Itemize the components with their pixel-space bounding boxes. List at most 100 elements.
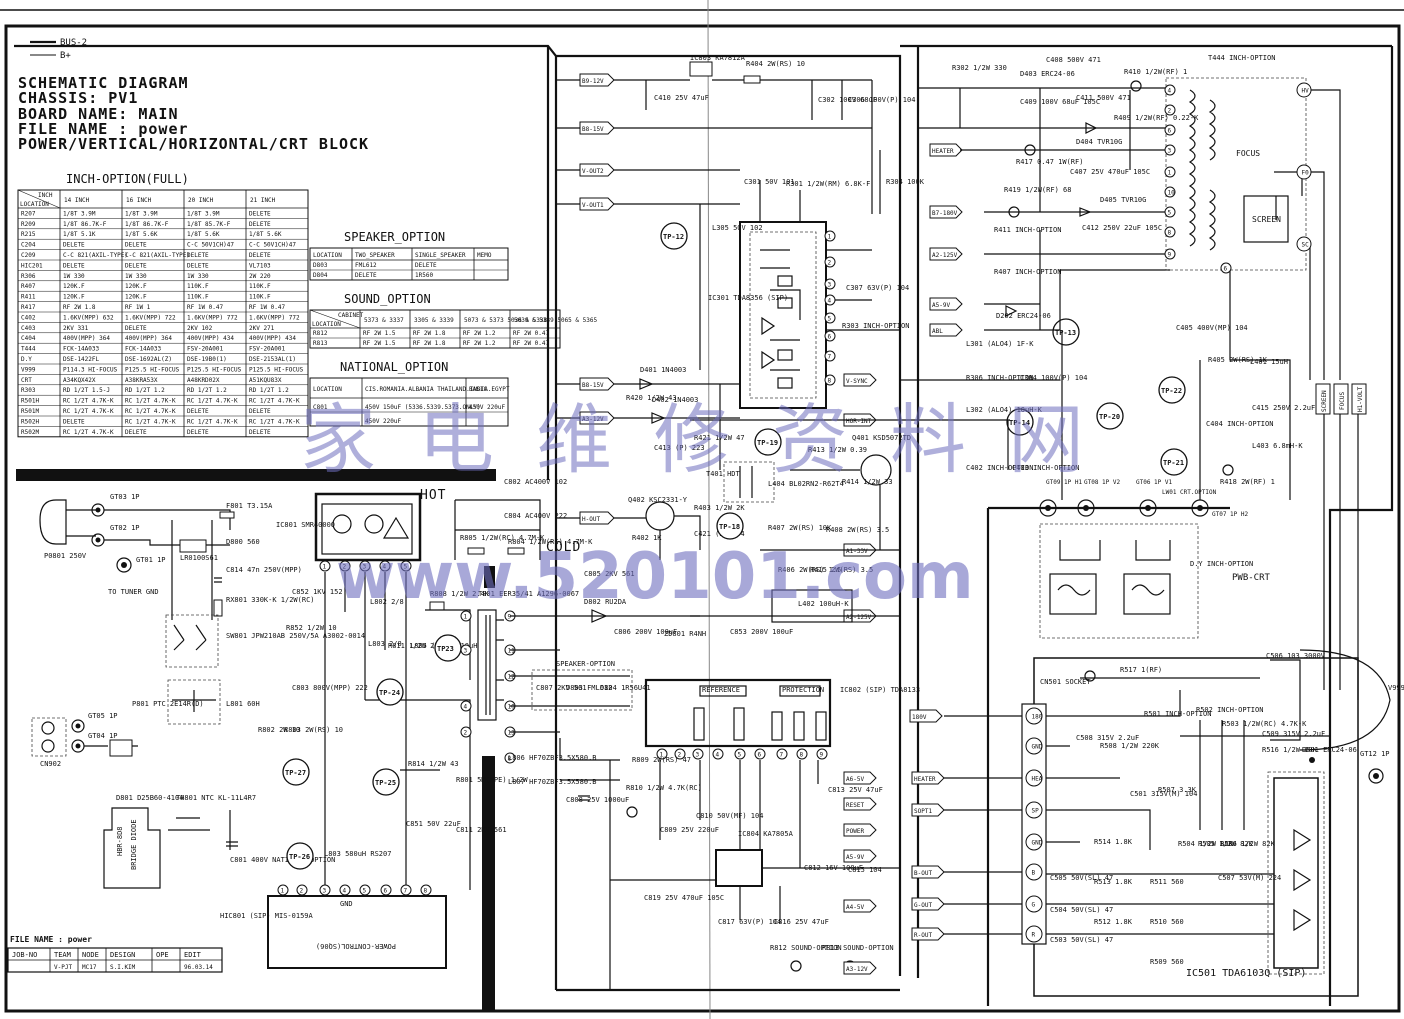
- part-r814: R814 1/2W 43: [408, 760, 459, 768]
- part-r809: R809 2W(RS) 47: [632, 756, 691, 764]
- inch-table-cell: A48KRD02X: [187, 377, 220, 384]
- signal-tag: [579, 197, 615, 211]
- part-c851: C851 50V 22uF: [406, 820, 461, 828]
- part-l301: L301 (ALO4) 1F-K: [966, 340, 1034, 348]
- inch-table-cell: 2W 220: [249, 273, 271, 280]
- inch-table-header: 20 INCH: [188, 197, 214, 204]
- signal-tag: [929, 247, 963, 261]
- part-c807: C807 2KV 561: [536, 684, 587, 692]
- signal-tag-label: 180V: [912, 714, 927, 721]
- signal-tag-label: HOR-INT: [846, 418, 872, 425]
- test-point: [372, 768, 400, 796]
- ic301-pin: [824, 350, 836, 362]
- ic802-pin-number: 5: [738, 752, 742, 759]
- inch-table-cell: CRT: [21, 377, 32, 384]
- signal-tag-label: V-SYNC: [846, 378, 868, 385]
- test-point: [434, 634, 462, 662]
- ic301-pin: [824, 330, 836, 342]
- part-ic501: IC501 TDA6103Q (SIP): [1186, 968, 1306, 979]
- part-reference: REFERENCE: [702, 686, 740, 694]
- inch-table-cell: 1.6KV(MPP) 632: [63, 314, 114, 321]
- inch-table-cell: R209: [21, 221, 36, 228]
- legend-bus2: BUS-2: [60, 38, 87, 48]
- cn501-pin-number: B: [1032, 870, 1036, 877]
- inch-table-cell: RF 1W 0.47: [249, 304, 286, 311]
- ic301-pin: [824, 256, 836, 268]
- side-focus: FOCUS: [1339, 392, 1346, 410]
- part-f801: F801 T3.15A: [226, 502, 273, 510]
- inch-table-cell: 1.6KV(MPP) 722: [125, 314, 176, 321]
- part-c409: C409 100V 68uF 105C: [1020, 98, 1100, 106]
- part-r301: R301 1/2W(RM) 6.8K-F: [786, 180, 870, 188]
- signal-tag: [929, 143, 963, 157]
- sound-option-title: SOUND_OPTION: [344, 292, 431, 306]
- part-c806: C806 200V 100uF: [614, 628, 677, 636]
- inch-table-cell: C-C 50V1CH)47: [249, 242, 296, 249]
- ic301-pin-number: 8: [828, 378, 832, 385]
- part-r420: R420 1/2W 43: [626, 394, 677, 402]
- part-gt07: GT07 1P H2: [1212, 511, 1249, 518]
- part-c403: C403 INCH-OPTION: [1012, 464, 1079, 472]
- inch-table-cell: A51KQU83X: [249, 377, 282, 384]
- part-r803: R803 2W(RS) 10: [284, 726, 343, 734]
- power-control-pin-number: 1: [281, 888, 285, 895]
- part-d801: D801 D25B60-4104: [116, 794, 183, 802]
- t801-pin: [460, 726, 472, 738]
- cn501-pin-number: HEA: [1032, 776, 1043, 783]
- part-c507: C507 53V(M) 224: [1218, 874, 1281, 882]
- part-screen: SCREEN: [1252, 215, 1281, 224]
- test-point: [1160, 448, 1188, 476]
- t444-pin-number: 6: [1168, 128, 1172, 135]
- t801-pin-number: 8: [508, 756, 512, 763]
- part-gt12: GT12 1P: [1360, 750, 1390, 758]
- inch-table-cell: RD 1/2T 1.2: [187, 387, 227, 394]
- inch-table-cell: DELETE: [125, 262, 147, 269]
- signal-tag-label: A4-5V: [846, 904, 864, 911]
- power-control-pin-number: 8: [424, 888, 428, 895]
- test-point: [754, 428, 782, 456]
- mid-signal-labels: HEATERB7-180VA2-125VA5-9VABLV-SYNCHOR-IN…: [843, 143, 1022, 975]
- part-c810: C810 50V(MF) 104: [696, 812, 763, 820]
- signal-tag: [911, 865, 945, 879]
- t444-pin: [1164, 166, 1176, 178]
- part-c402: C402 INCH-OPTION: [966, 464, 1033, 472]
- inch-table-cell: DSE-1692AL(Z): [125, 356, 172, 363]
- part-r306: R306 INCH-OPTION: [966, 374, 1033, 382]
- part-ic801: IC801 SMR40000: [276, 521, 335, 529]
- horizontal-drive: D401 1N4003 D402 1N4003 R420 1/2W 43 R42…: [614, 366, 911, 623]
- t444-pin: [1164, 206, 1176, 218]
- inch-table-cell: 1/8T 85.7K-F: [187, 221, 231, 228]
- part-r810: R810 1/2W 4.7K(RC): [626, 784, 702, 792]
- sound-table-corner-bottom: LOCATION: [312, 321, 341, 328]
- cn501-pin-number: G: [1032, 902, 1036, 909]
- signal-tag: [843, 899, 877, 913]
- inch-table-cell: 1W 330: [63, 273, 85, 280]
- power-control-pin-number: 4: [343, 888, 347, 895]
- part-c413: C413 (P) 223: [654, 444, 705, 452]
- side-h1volt: H1-VOLT: [1357, 386, 1364, 412]
- inch-table-cell: 1W 330: [187, 273, 209, 280]
- part-d405: D405 TVR10G: [1100, 196, 1146, 204]
- signal-tag: [929, 205, 963, 219]
- part-r507: R507 3.3K: [1158, 786, 1197, 794]
- inch-table-cell: 120K.F: [63, 294, 85, 301]
- inch-table-cell: HIC201: [21, 262, 43, 269]
- separator-bar-vertical: [482, 756, 495, 1011]
- t444-pin: [1296, 236, 1312, 252]
- t801-pin: [460, 700, 472, 712]
- inch-table-cell: 1W 330: [125, 273, 147, 280]
- inch-table-cell: C-C 821(AXIL-TYPE): [125, 252, 190, 259]
- t801-pin-number: 13: [508, 730, 516, 737]
- ic802-pin: [754, 748, 766, 760]
- ic301-pin-number: 3: [828, 282, 832, 289]
- ic801-pin-number: 5: [404, 564, 408, 571]
- inch-table-cell: 2KV 102: [187, 325, 213, 332]
- t444-pin-number: 2: [1168, 108, 1172, 115]
